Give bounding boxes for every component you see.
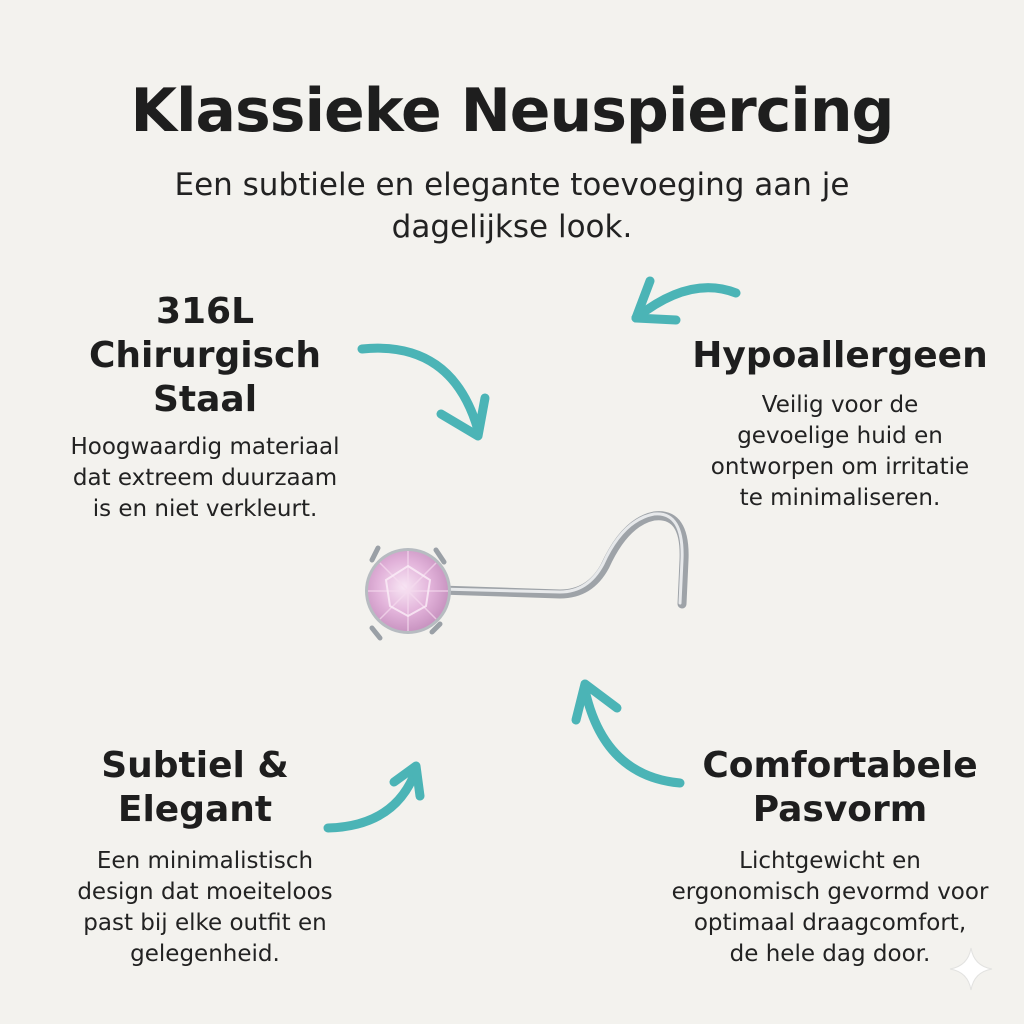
curved-arrow-icon: [357, 343, 490, 441]
feature-desc-comfort: Lichtgewicht en ergonomisch gevormd voor…: [671, 848, 989, 967]
page-subtitle: Een subtiele en elegante toevoeging aan …: [174, 167, 850, 245]
feature-title-hypoallergenic: Hypoallergeen: [692, 335, 988, 376]
feature-title-elegant: Subtiel & Elegant: [101, 745, 289, 830]
feature-title-steel: 316L Chirurgisch Staal: [88, 291, 322, 420]
feature-title-comfort: Comfortabele Pasvorm: [702, 745, 978, 830]
feature-desc-elegant: Een minimalistisch design dat moeiteloos…: [77, 848, 333, 967]
curved-arrow-icon: [631, 276, 741, 325]
page-title: Klassieke Neuspiercing: [130, 76, 894, 146]
curved-arrow-icon: [323, 761, 425, 833]
feature-desc-hypoallergenic: Veilig voor de gevoelige huid en ontworp…: [710, 392, 970, 511]
sparkle-icon: [949, 947, 993, 991]
nose-stud-image: [365, 511, 689, 641]
feature-desc-steel: Hoogwaardig materiaal dat extreem duurza…: [70, 434, 340, 522]
curved-arrow-icon: [571, 679, 685, 788]
